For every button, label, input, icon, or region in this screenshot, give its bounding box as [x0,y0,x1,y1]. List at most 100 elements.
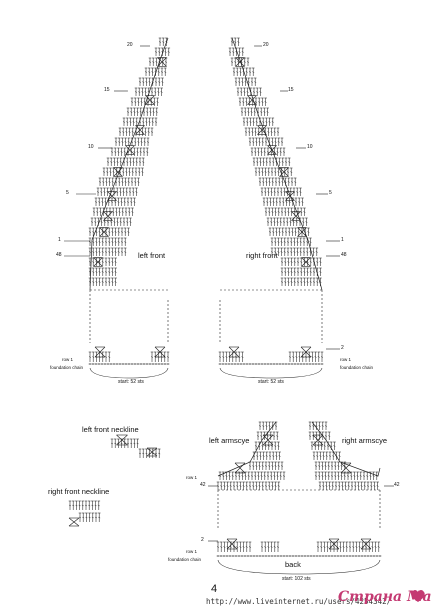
back-right-armscye-stitch-bar [375,475,378,477]
back-right-armscye-stitch-bar [328,485,331,487]
back-foundation-chain [267,555,271,557]
left-front-stitch-bar [132,121,135,123]
left-front-stitch-bar [132,191,135,193]
back-foundation-chain [222,555,226,557]
right-front-stitch-bar [254,101,258,103]
left-front-stitch-bar [126,161,129,163]
right-front-stitch-bar [251,131,254,133]
right-front-stitch-bar [260,131,264,133]
back-right-armscye-stitch-bar [312,455,316,457]
left-front-stitch-bar [154,121,158,123]
right-front-foundation-chain [311,363,315,365]
right-front-base-shell [300,346,312,358]
back-row1-bottom-label: row 1 [186,549,198,554]
left-front-stitch-bar [161,81,164,83]
left-front-stitch-bar [121,181,124,183]
back-foundation-chain [315,555,319,557]
back-left-armscye-stitch-bar [262,425,265,427]
right-front-stitch-bar [240,111,244,113]
left-front-neckline-label: left front neckline [82,425,139,434]
left-front-stitch-bar [95,241,98,243]
back-start-label: start: 102 sts [282,576,311,582]
left-front-stitch-bar [130,181,134,183]
right-front-stitch-bar [266,201,269,203]
left-front-stitch-bar [138,91,141,93]
left-front-stitch-bar [120,241,124,243]
back-right-armscye-stitch-bar [308,425,312,427]
back-foundation-chain [216,555,220,557]
right-front-stitch-bar [232,51,235,53]
right-front-stitch-bar [302,221,305,223]
left-front-stitch-bar [136,111,139,113]
right-front-base-stitch-bar [311,356,314,358]
right-front-stitch-bar [257,151,260,153]
right-front-stitch-bar [250,151,254,153]
left-front-row-10: 10 [88,144,94,150]
right-front-stitch-bar [261,101,264,103]
back-left-armscye-stitch-bar [280,465,284,467]
back-right-armscye-stitch-bar [321,465,324,467]
right-front-foundation-chain [281,363,285,365]
left-front-stitch-bar [102,181,105,183]
right-front-stitch-bar [282,201,285,203]
back-left-armscye-stitch-bar [260,435,263,437]
left-neckline-stitch-bar [110,442,114,445]
right-front-foundation-chain [233,363,237,365]
left-front-stitch-bar [142,161,145,163]
right-front-stitch-bar [299,251,302,253]
right-front-stitch-bar [272,201,275,203]
back-left-armscye-stitch-bar [250,475,254,477]
right-front-stitch-bar [267,191,270,193]
left-front-stitch-bar [117,231,120,233]
left-front-stitch-bar [95,251,98,253]
left-front-stitch-bar [107,201,110,203]
back-right-armscye-stitch-bar [315,435,318,437]
right-front-stitch-bar [297,231,300,233]
right-front-stitch-bar [264,191,267,193]
right-front-stitch-bar [248,141,252,143]
left-front-stitch-bar [104,231,108,233]
right-front-stitch-bar [272,231,275,233]
back-right-armscye-stitch-bar [337,475,340,477]
left-front-base-shell [154,346,166,358]
left-front-stitch-bar [124,251,127,253]
left-front-foundation-chain [97,363,101,365]
left-front-stitch-bar [96,191,100,193]
left-front-stitch-bar [139,151,142,153]
right-front-stitch-bar [271,121,274,123]
left-front-stitch-bar [125,191,128,193]
back-foundation-chain [363,555,367,557]
back-base-stitch-bar [260,546,264,548]
back-base-shell [328,538,340,550]
right-front-stitch-bar [254,171,258,173]
left-front-stitch-bar [150,91,154,93]
left-front-stitch-bar [117,251,120,253]
right-front-stitch-bar [305,221,308,223]
back-right-armscye-stitch-bar [330,465,334,467]
back-right-armscye-stitch-bar [323,445,326,447]
back-base-stitch-bar [220,546,223,548]
right-front-foundation-chain [302,363,306,365]
back-right-armscye-stitch-bar [363,485,366,487]
left-front-stitch-bar [94,221,97,223]
right-front-foundation-chain [254,363,258,365]
right-front-foundation-chain [263,363,267,365]
right-front-stitch-bar [296,281,300,283]
left-front-stitch-bar [122,191,125,193]
right-front-stitch-bar [228,51,232,53]
back-base-stitch-bar [316,546,320,548]
back-left-armscye-stitch-bar [222,475,225,477]
back-right-armscye-stitch-bar [322,485,325,487]
left-front-stitch-bar [128,131,131,133]
back-right-armscye-stitch-bar [327,475,330,477]
right-front-stitch-bar [260,191,264,193]
back-start-bracket [217,559,381,575]
left-front-stitch-bar [104,261,108,263]
right-front-stitch-bar [284,161,288,163]
right-front-stitch-bar [294,231,297,233]
right-front-stitch-bar [247,111,250,113]
left-front-foundation-chain [91,363,95,365]
back-base-stitch-bar [342,546,345,548]
right-front-start-label: start: 52 sts [258,379,284,385]
